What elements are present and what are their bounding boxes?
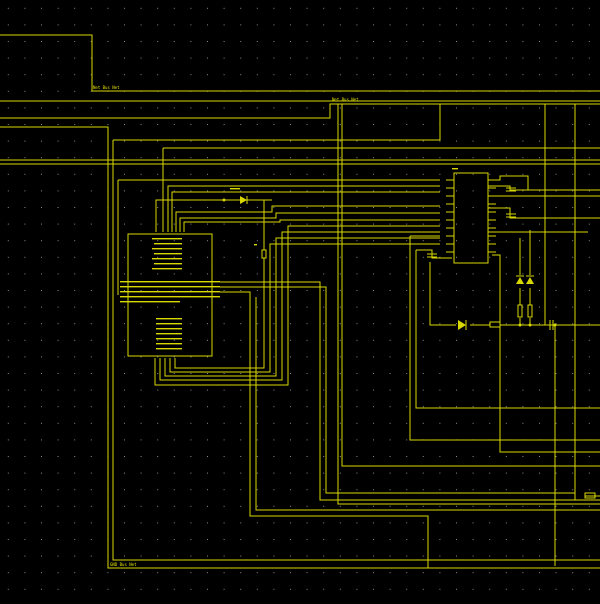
mcu-pin-labels-mid — [120, 281, 220, 303]
wire — [220, 286, 575, 494]
wire — [112, 140, 600, 561]
wire — [167, 185, 440, 232]
junction-dot — [518, 323, 522, 327]
wire — [488, 207, 600, 219]
junction-layer — [222, 198, 557, 327]
resistor — [489, 321, 501, 328]
junction-dot — [528, 323, 532, 327]
wire — [179, 212, 440, 232]
led-diode — [516, 275, 524, 284]
net-label-top-mid: Net Bus Net — [332, 97, 359, 102]
wire — [169, 243, 440, 373]
mcu-pin-labels-top — [152, 238, 182, 270]
wire — [337, 104, 600, 505]
led-diode — [230, 188, 248, 204]
capacitor — [427, 253, 437, 258]
wire — [164, 237, 440, 377]
driver-ic-chip — [446, 168, 496, 264]
wire — [415, 250, 600, 409]
net-label-top-left: Net Bus Net — [93, 85, 120, 90]
capacitor — [506, 213, 516, 218]
wire — [0, 103, 600, 119]
resistor — [584, 492, 596, 499]
wire — [492, 254, 600, 453]
diode — [458, 320, 467, 330]
wire — [429, 262, 456, 326]
net-label-layer: Net Bus Net Net Bus Net GND Bus Net — [93, 85, 359, 567]
resistor — [517, 304, 523, 318]
wire — [183, 219, 440, 232]
junction-dot — [222, 198, 226, 202]
wire — [175, 205, 440, 232]
net-label-bottom-left: GND Bus Net — [110, 562, 137, 567]
wire — [159, 231, 440, 381]
wire — [220, 291, 429, 568]
capacitor — [506, 187, 516, 192]
wire-layer — [0, 34, 600, 569]
wire — [224, 199, 265, 250]
wire — [409, 236, 600, 441]
wire — [341, 104, 600, 467]
mcu-chip — [120, 233, 220, 357]
wire — [174, 258, 265, 369]
wire — [0, 126, 600, 569]
resistor — [254, 244, 267, 259]
wire — [171, 191, 440, 232]
led-diode — [526, 275, 534, 284]
wire — [0, 34, 600, 92]
junction-dot — [553, 323, 557, 327]
wire — [113, 104, 441, 141]
wire — [154, 225, 440, 386]
mcu-pin-labels-bottom — [156, 318, 182, 350]
resistor — [527, 304, 533, 318]
capacitor — [549, 320, 554, 330]
